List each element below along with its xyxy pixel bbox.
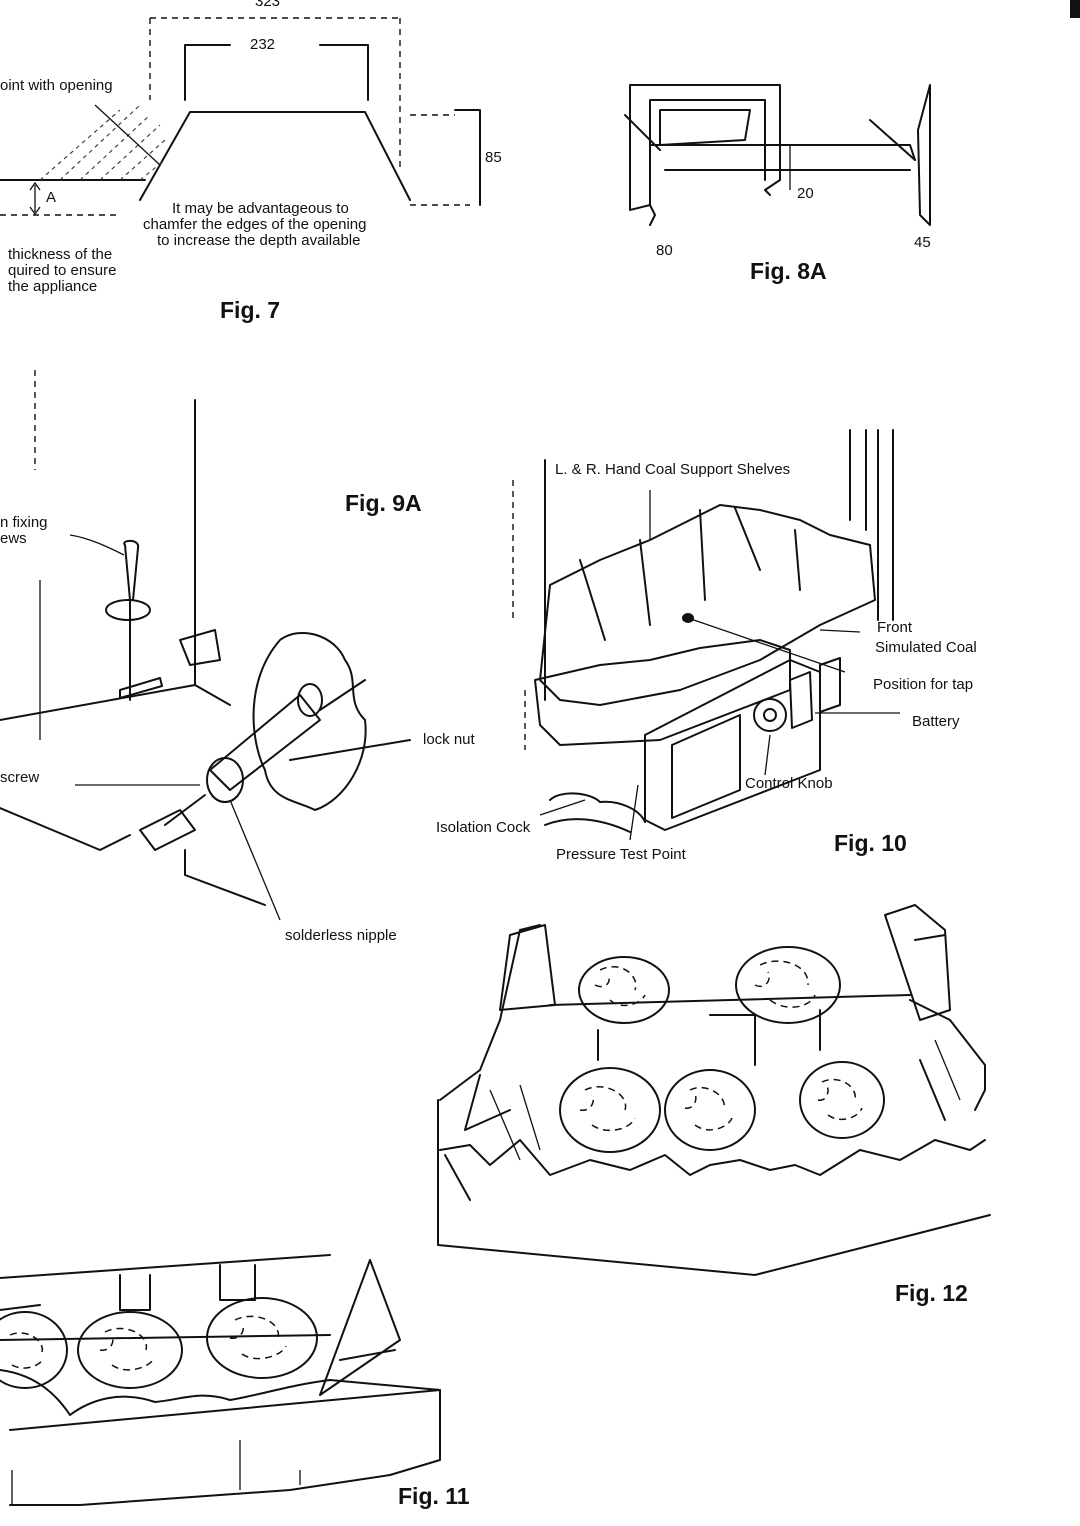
fig10-tap-position-label: Position for tap — [873, 676, 974, 693]
fig10-isolation-cock-label: Isolation Cock — [436, 819, 531, 836]
fig7-thickness-line-2: quired to ensure — [8, 262, 117, 279]
fig10-control-knob-label: Control Knob — [745, 775, 833, 792]
fig8a-dim-20: 20 — [797, 185, 814, 202]
fig7-dim-85: 85 — [485, 149, 502, 166]
fig10-simulated-coal-label: Simulated Coal — [875, 639, 977, 656]
fig9a-caption: Fig. 9A — [345, 490, 422, 516]
fig7-chamfer-line-3: to increase the depth available — [157, 232, 361, 249]
fig7-caption: Fig. 7 — [220, 297, 281, 323]
fig12-drawing — [437, 904, 991, 1276]
fig10-drawing — [512, 429, 900, 841]
fig10-shelves-label: L. & R. Hand Coal Support Shelves — [555, 461, 791, 478]
fig7-drawing — [0, 17, 481, 216]
fig8a-drawing — [624, 84, 931, 226]
fig7-chamfer-line-2: chamfer the edges of the opening — [143, 216, 367, 233]
fig9a-fixing-line-1: n fixing — [0, 514, 48, 531]
fig8a-caption: Fig. 8A — [750, 258, 827, 284]
fig7-chamfer-line-1: It may be advantageous to — [172, 200, 349, 217]
fig7-label-a: A — [46, 189, 57, 206]
fig9a-solderless-nipple-label: solderless nipple — [285, 927, 397, 944]
fig9a-lock-nut-label: lock nut — [423, 731, 475, 748]
fig10-pressure-test-point-label: Pressure Test Point — [556, 846, 686, 863]
fig7-joint-label: oint with opening — [0, 77, 113, 94]
corner-mark — [1070, 0, 1080, 18]
fig12-caption: Fig. 12 — [895, 1280, 968, 1306]
fig9a-drawing — [0, 370, 411, 921]
fig10-battery-label: Battery — [912, 713, 960, 730]
fig11-drawing — [0, 1254, 441, 1506]
fig7-thickness-line-3: the appliance — [8, 278, 98, 295]
fig10-caption: Fig. 10 — [834, 830, 907, 856]
fig8a-dim-80: 80 — [656, 242, 673, 259]
fig8a-dim-45: 45 — [914, 234, 931, 251]
fig11-caption: Fig. 11 — [398, 1483, 470, 1509]
fig10-front-label: Front — [877, 619, 913, 636]
fig9a-screw-label: screw — [0, 769, 40, 786]
fig7-dim-323: 323 — [255, 0, 281, 10]
fig7-thickness-line-1: thickness of the — [8, 246, 113, 263]
fig7-dim-232: 232 — [250, 36, 276, 53]
fig9a-fixing-line-2: ews — [0, 530, 27, 547]
